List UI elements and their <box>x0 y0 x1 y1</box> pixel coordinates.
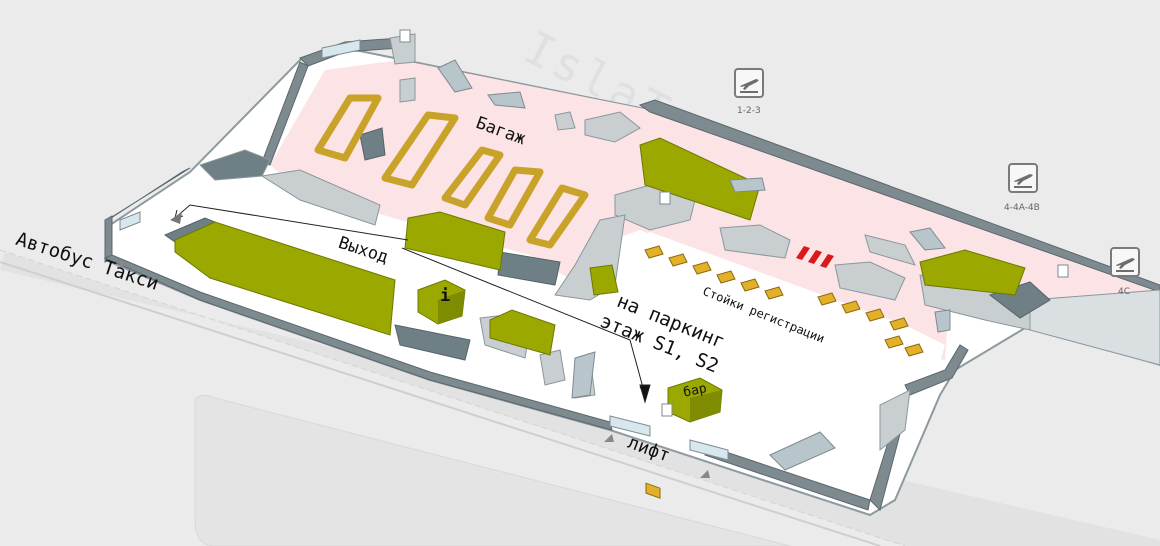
glass-doors <box>119 39 729 461</box>
shops <box>174 137 1026 356</box>
departures-plane-icon <box>1008 163 1038 193</box>
checkin-counters <box>644 245 924 499</box>
red-counters <box>796 246 834 268</box>
exit-route <box>170 204 651 404</box>
departures-plane-icon <box>1110 247 1140 277</box>
gate-label-4C: 4C <box>1118 287 1131 297</box>
entrance-arrows <box>118 262 710 478</box>
info-booth <box>417 279 466 325</box>
walls <box>103 37 1160 511</box>
escalators <box>437 59 951 471</box>
gate-label-4-4A-4B: 4-4A-4B <box>1004 203 1040 213</box>
gate-label-1-2-3: 1-2-3 <box>737 106 761 116</box>
baggage-carousels <box>314 94 589 249</box>
info-label: i <box>440 286 451 306</box>
elevator-icons <box>399 29 1069 417</box>
dark-walls <box>163 127 1051 361</box>
grey-blocks <box>199 33 1160 452</box>
departures-plane-icon <box>734 68 764 98</box>
bar-kiosk <box>667 377 723 423</box>
